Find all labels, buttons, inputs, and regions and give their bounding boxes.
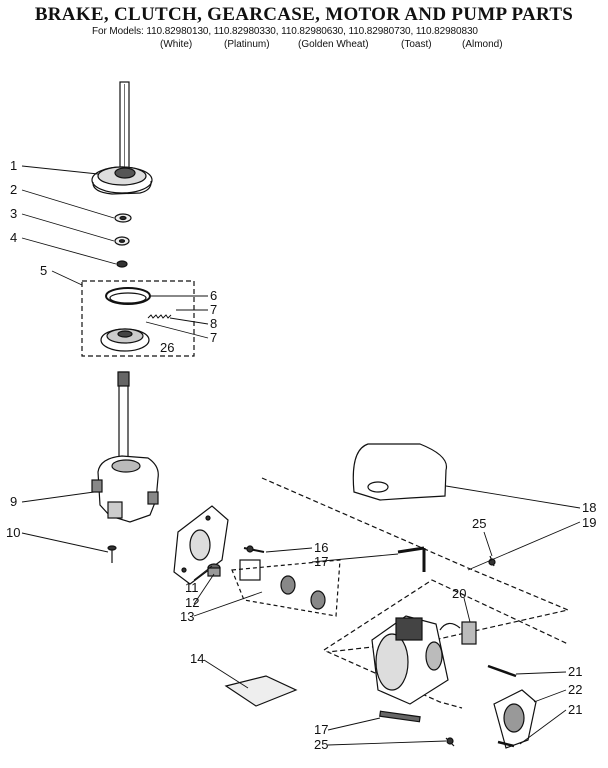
callout-2: 2	[10, 182, 17, 197]
part-1-brake-housing	[91, 166, 153, 195]
part-20-switch	[439, 621, 477, 645]
callout-21b: 21	[568, 702, 582, 717]
callout-7b: 7	[210, 330, 217, 345]
callout-4: 4	[10, 230, 17, 245]
part-26-clutch-pulley	[100, 328, 150, 352]
part-6-clutch-band	[105, 287, 151, 305]
part-17-strap	[379, 710, 421, 723]
part-21-screw-lower	[497, 740, 515, 748]
part-2-washer	[114, 213, 132, 223]
part-13-pump-impeller	[231, 559, 341, 617]
part-18-shield	[352, 443, 448, 501]
part-17-rod	[397, 546, 426, 572]
part-4-clip	[116, 260, 128, 268]
gearcase-shaft	[117, 371, 130, 465]
upper-shaft	[119, 81, 130, 175]
part-3-washer	[114, 236, 130, 246]
page-title: BRAKE, CLUTCH, GEARCASE, MOTOR AND PUMP …	[34, 4, 574, 25]
callout-10: 10	[6, 525, 20, 540]
callout-17: 17	[314, 554, 328, 569]
callout-12: 12	[185, 595, 199, 610]
callout-25b: 25	[314, 737, 328, 752]
color-toast: (Toast)	[401, 39, 432, 50]
callout-20: 20	[452, 586, 466, 601]
callout-8: 8	[210, 316, 217, 331]
part-14-gasket	[224, 675, 298, 707]
callout-3: 3	[10, 206, 17, 221]
part-16-bolt	[243, 545, 265, 553]
part-21-screw-upper	[487, 664, 517, 678]
part-25-screw-lower	[445, 737, 455, 747]
part-5-clutch-assembly-box	[81, 280, 195, 357]
part-19-motor-bracket	[261, 477, 570, 709]
color-white: (White)	[160, 39, 193, 50]
callout-26: 26	[160, 340, 174, 355]
callout-22: 22	[568, 682, 582, 697]
callout-21: 21	[568, 664, 582, 679]
callout-25: 25	[472, 516, 486, 531]
color-almond: (Almond)	[462, 39, 503, 50]
color-platinum: (Platinum)	[224, 39, 270, 50]
callout-5: 5	[40, 263, 47, 278]
part-8-spring	[147, 314, 172, 319]
callout-labels: 1 2 3 4 5 6 7 8 7 26 9 10 11 12 13 14 16…	[6, 158, 596, 752]
callout-9: 9	[10, 494, 17, 509]
callout-16: 16	[314, 540, 328, 555]
callout-6: 6	[210, 288, 217, 303]
color-golden-wheat: (Golden Wheat)	[298, 39, 369, 50]
callout-7: 7	[210, 302, 217, 317]
part-22-motor-pulley	[493, 689, 537, 749]
callout-13: 13	[180, 609, 194, 624]
callout-11: 11	[185, 580, 199, 595]
leader-lines	[21, 165, 581, 746]
callout-14: 14	[190, 651, 204, 666]
callout-17b: 17	[314, 722, 328, 737]
part-11-12-fittings	[207, 563, 221, 577]
callout-18: 18	[582, 500, 596, 515]
callout-19: 19	[582, 515, 596, 530]
model-numbers: For Models: 110.82980130, 110.82980330, …	[92, 26, 478, 37]
motor	[371, 615, 449, 705]
part-9-gearcase	[91, 455, 159, 523]
callout-1: 1	[10, 158, 17, 173]
part-10-screw	[107, 545, 117, 563]
